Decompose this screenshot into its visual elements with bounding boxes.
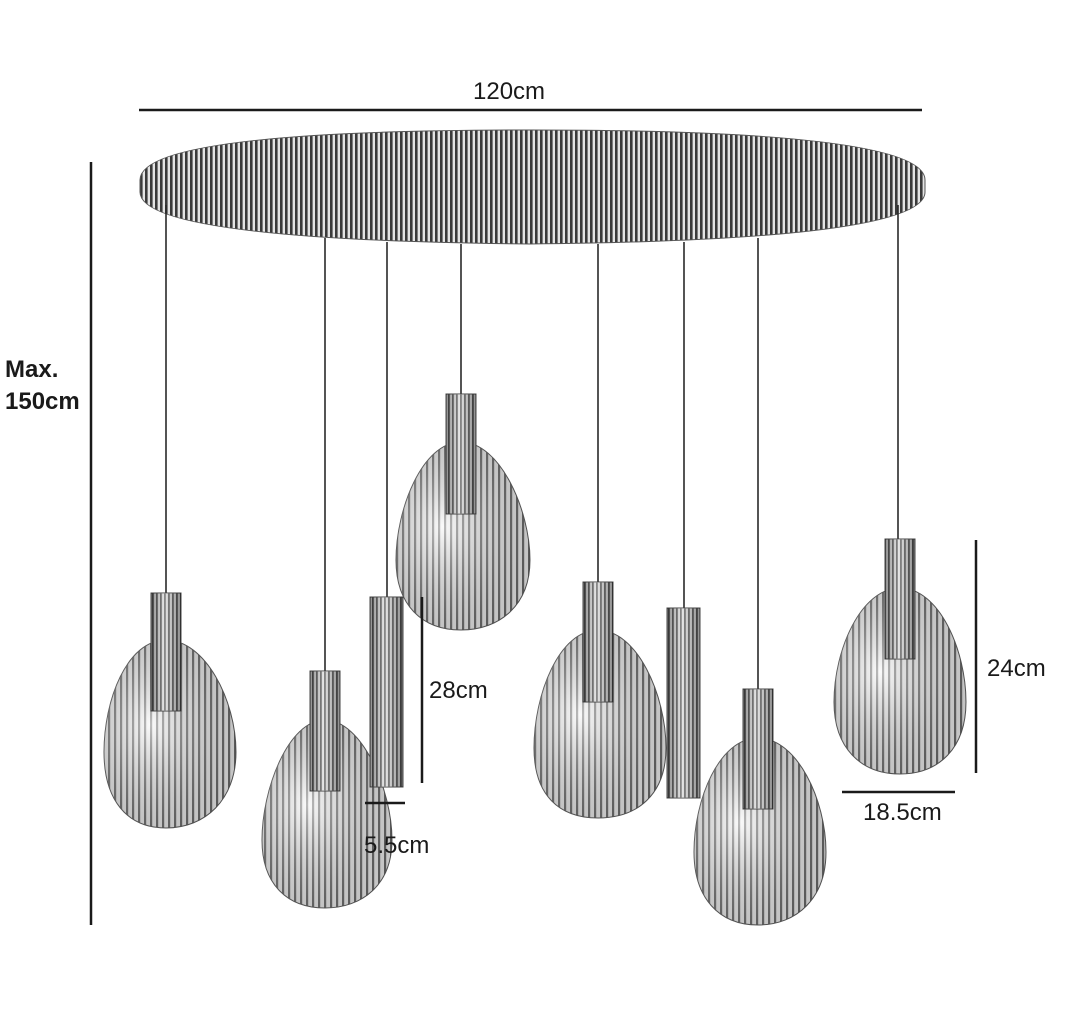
cylinder-diameter-label: 5.5cm: [364, 832, 430, 859]
cylinder-pendant: [666, 607, 701, 799]
cylinder-height-label: 28cm: [429, 677, 488, 704]
ceiling-canopy: [139, 129, 926, 245]
max-height-label-line1: Max.: [5, 356, 59, 383]
shade-height-label: 24cm: [987, 655, 1046, 682]
teardrop-pendant-shade: [261, 670, 393, 909]
teardrop-pendant-shade: [693, 688, 827, 926]
teardrop-pendant-shade: [533, 581, 667, 819]
width-label: 120cm: [473, 78, 546, 105]
teardrop-pendant-shade: [833, 538, 967, 775]
teardrop-pendant-shade: [395, 393, 531, 631]
pendant-cables: [165, 205, 899, 690]
cylinder-pendant: [369, 596, 404, 788]
teardrop-pendant-shade: [103, 592, 237, 829]
max-height-label-line2: 150cm: [5, 388, 80, 415]
shade-width-label: 18.5cm: [863, 799, 942, 826]
